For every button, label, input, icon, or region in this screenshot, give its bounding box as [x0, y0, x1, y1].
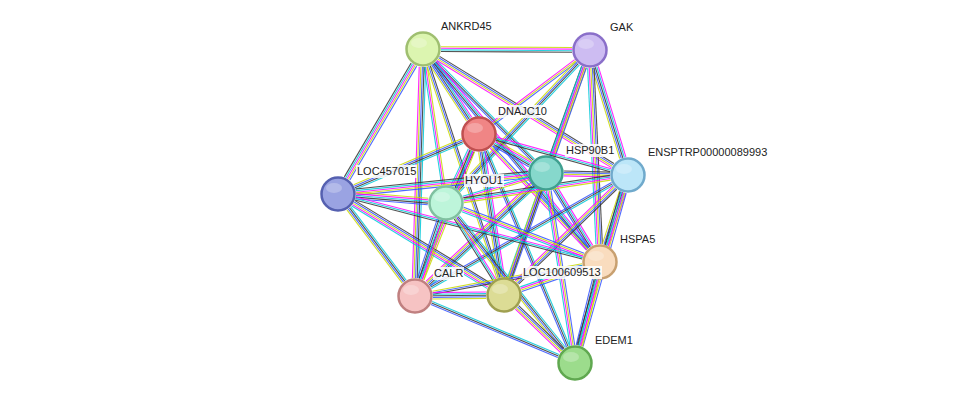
interaction-edge [441, 47, 572, 53]
protein-node: CALR [397, 278, 433, 314]
node-circle [572, 32, 608, 68]
node-circle [405, 31, 441, 67]
node-circle [486, 277, 522, 313]
node-label: LOC457015 [356, 165, 417, 178]
protein-node: ANKRD45 [405, 31, 441, 67]
interaction-edge [515, 306, 563, 353]
interaction-edge [455, 216, 565, 351]
node-label: HSP90B1 [565, 144, 615, 157]
node-label: CALR [433, 267, 464, 280]
node-circle [397, 278, 433, 314]
node-circle [320, 176, 356, 212]
interaction-edge [347, 207, 406, 283]
interaction-edge [493, 140, 532, 166]
protein-node: LOC457015 [320, 176, 356, 212]
node-label: ENSPTRP00000089993 [647, 146, 768, 159]
node-label: HSPA5 [619, 233, 656, 246]
node-label: ANKRD45 [440, 20, 493, 33]
node-label: EDEM1 [594, 334, 634, 347]
interaction-edge [430, 182, 613, 288]
protein-node: LOC100609513 [486, 277, 522, 313]
protein-node: HYOU1 [428, 185, 464, 221]
interaction-edge [433, 292, 486, 299]
node-circle [461, 116, 497, 152]
interaction-edge [352, 201, 491, 289]
interaction-edge [462, 207, 584, 258]
node-circle [428, 185, 464, 221]
node-label: HYOU1 [464, 174, 504, 187]
node-label: GAK [609, 21, 634, 34]
node-label: DNAJC10 [497, 105, 548, 118]
protein-node: EDEM1 [557, 345, 593, 381]
node-circle [557, 345, 593, 381]
node-circle [528, 155, 564, 191]
node-label: LOC100609513 [522, 266, 602, 279]
protein-node: ENSPTRP00000089993 [610, 157, 646, 193]
protein-node: DNAJC10 [461, 116, 497, 152]
node-circle [610, 157, 646, 193]
protein-node: HSP90B1 [528, 155, 564, 191]
protein-node: GAK [572, 32, 608, 68]
